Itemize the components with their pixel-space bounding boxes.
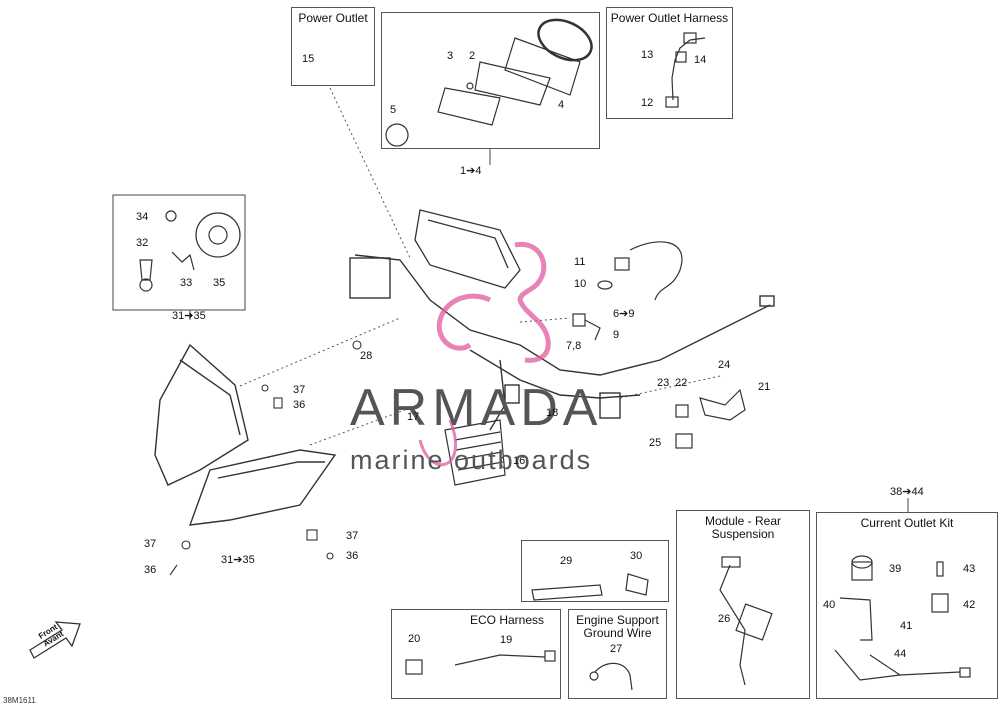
module-rear-suspension-title: Module - Rear Suspension bbox=[704, 514, 782, 541]
instrument-cluster-box bbox=[381, 12, 600, 149]
callout-38-44: 38➔44 bbox=[890, 486, 924, 498]
callout-32: 32 bbox=[136, 237, 149, 249]
callout-19: 19 bbox=[500, 634, 513, 646]
connector bbox=[599, 392, 621, 419]
callout-39: 39 bbox=[889, 563, 902, 575]
watermark-tagline: marine outboards bbox=[350, 445, 593, 475]
callout-44: 44 bbox=[894, 648, 907, 660]
parts-29-30-box bbox=[521, 540, 669, 602]
callout-42: 42 bbox=[963, 599, 976, 611]
callout-12: 12 bbox=[641, 97, 654, 109]
module-rear-suspension-box: Module - Rear Suspension bbox=[676, 510, 810, 699]
diagram-code: 38M1611 bbox=[3, 696, 36, 705]
power-outlet-harness-title: Power Outlet Harness bbox=[610, 11, 729, 25]
dotted-leader bbox=[329, 87, 411, 259]
callout-11: 11 bbox=[574, 256, 586, 268]
callout-34: 34 bbox=[136, 211, 149, 223]
power-outlet-harness-box: Power Outlet Harness bbox=[606, 7, 733, 119]
callout-7-8: 7,8 bbox=[566, 340, 582, 352]
callout-30: 30 bbox=[630, 550, 643, 562]
callout-6-9: 6➔9 bbox=[613, 308, 635, 320]
cluster-assembly bbox=[414, 209, 521, 289]
cluster-bezel bbox=[437, 87, 501, 126]
callout-33: 33 bbox=[180, 277, 193, 289]
callout-36-c: 36 bbox=[346, 550, 359, 562]
watermark-brand: ARMADA bbox=[350, 379, 603, 437]
callout-10: 10 bbox=[574, 278, 587, 290]
power-outlet-title: Power Outlet bbox=[298, 11, 368, 25]
eco-harness-title: ECO Harness bbox=[470, 613, 545, 627]
callout-23: 23 bbox=[657, 377, 670, 389]
callout-3: 3 bbox=[447, 50, 454, 62]
callout-41: 41 bbox=[900, 620, 913, 632]
dotted-leader bbox=[239, 317, 401, 387]
callout-21: 21 bbox=[758, 381, 771, 393]
gauge-disc bbox=[385, 123, 409, 147]
cluster-lens bbox=[474, 61, 551, 106]
callout-15: 15 bbox=[302, 53, 315, 65]
callout-35: 35 bbox=[213, 277, 226, 289]
callout-18: 18 bbox=[546, 407, 559, 419]
callout-20: 20 bbox=[408, 633, 421, 645]
headlamp-left bbox=[154, 343, 249, 486]
callout-36-b: 36 bbox=[144, 564, 157, 576]
voltage-regulator bbox=[444, 419, 506, 486]
headlamp-right bbox=[188, 449, 337, 526]
callout-22: 22 bbox=[675, 377, 688, 389]
callout-27: 27 bbox=[610, 643, 623, 655]
current-outlet-kit-title: Current Outlet Kit bbox=[860, 516, 954, 530]
callout-37-a: 37 bbox=[293, 384, 306, 396]
main-harness bbox=[354, 254, 771, 376]
dotted-leader bbox=[619, 375, 721, 399]
callout-28: 28 bbox=[360, 350, 373, 362]
callout-13: 13 bbox=[641, 49, 654, 61]
dotted-leader bbox=[519, 317, 571, 323]
callout-4: 4 bbox=[558, 99, 565, 111]
engine-support-ground-wire-box: Engine Support Ground Wire bbox=[568, 609, 667, 699]
eco-harness-box: ECO Harness bbox=[391, 609, 561, 699]
callout-16: 16 bbox=[513, 455, 526, 467]
front-arrow-shape bbox=[29, 621, 81, 659]
engine-support-ground-wire-title: Engine Support Ground Wire bbox=[576, 613, 659, 640]
callout-37-c: 37 bbox=[346, 530, 359, 542]
callout-31-35-bottom: 31➔35 bbox=[221, 554, 255, 566]
callout-31-35-top: 31➔35 bbox=[172, 310, 206, 322]
screw bbox=[466, 82, 474, 90]
callout-40: 40 bbox=[823, 599, 836, 611]
callout-17: 17 bbox=[407, 411, 420, 423]
power-outlet-box: Power Outlet bbox=[291, 7, 375, 86]
callout-43: 43 bbox=[963, 563, 976, 575]
callout-25: 25 bbox=[649, 437, 662, 449]
watermark-seahorse-icon bbox=[418, 241, 551, 467]
callout-9: 9 bbox=[613, 329, 620, 341]
current-outlet-kit-box: Current Outlet Kit bbox=[816, 512, 998, 699]
cluster-housing bbox=[504, 37, 581, 96]
callout-2: 2 bbox=[469, 50, 476, 62]
callout-36-a: 36 bbox=[293, 399, 306, 411]
callout-26: 26 bbox=[718, 613, 731, 625]
callout-29: 29 bbox=[560, 555, 573, 567]
headlamp-kit-frame bbox=[112, 194, 246, 320]
callout-24: 24 bbox=[718, 359, 731, 371]
bulb-socket bbox=[195, 212, 241, 258]
callout-37-b: 37 bbox=[144, 538, 157, 550]
coiled-lanyard bbox=[629, 241, 683, 301]
callout-14: 14 bbox=[694, 54, 707, 66]
relay-block bbox=[349, 257, 391, 299]
callout-1-4: 1➔4 bbox=[460, 165, 482, 177]
callout-5: 5 bbox=[390, 104, 397, 116]
cluster-seal bbox=[537, 18, 593, 62]
